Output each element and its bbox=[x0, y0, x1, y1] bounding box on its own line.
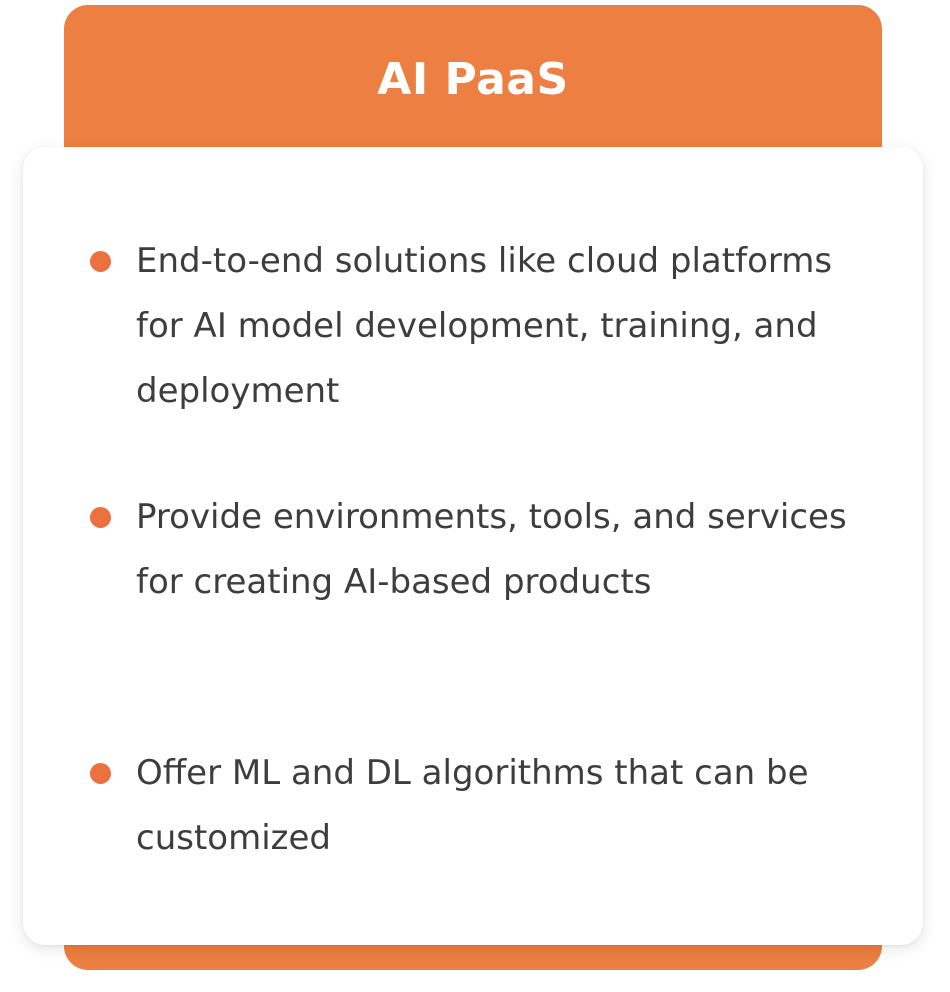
bullet-icon bbox=[90, 251, 111, 272]
bullet-icon bbox=[90, 507, 111, 528]
feature-text: Provide environments, tools, and service… bbox=[136, 497, 847, 602]
card-title: AI PaaS bbox=[377, 54, 569, 105]
feature-item: Provide environments, tools, and service… bbox=[90, 485, 876, 615]
bullet-icon bbox=[90, 763, 111, 784]
feature-text: Offer ML and DL algorithms that can be c… bbox=[136, 753, 809, 858]
feature-item: End-to-end solutions like cloud platform… bbox=[90, 229, 876, 424]
feature-item: Offer ML and DL algorithms that can be c… bbox=[90, 741, 876, 871]
card-body: End-to-end solutions like cloud platform… bbox=[23, 147, 923, 945]
feature-text: End-to-end solutions like cloud platform… bbox=[136, 241, 833, 411]
